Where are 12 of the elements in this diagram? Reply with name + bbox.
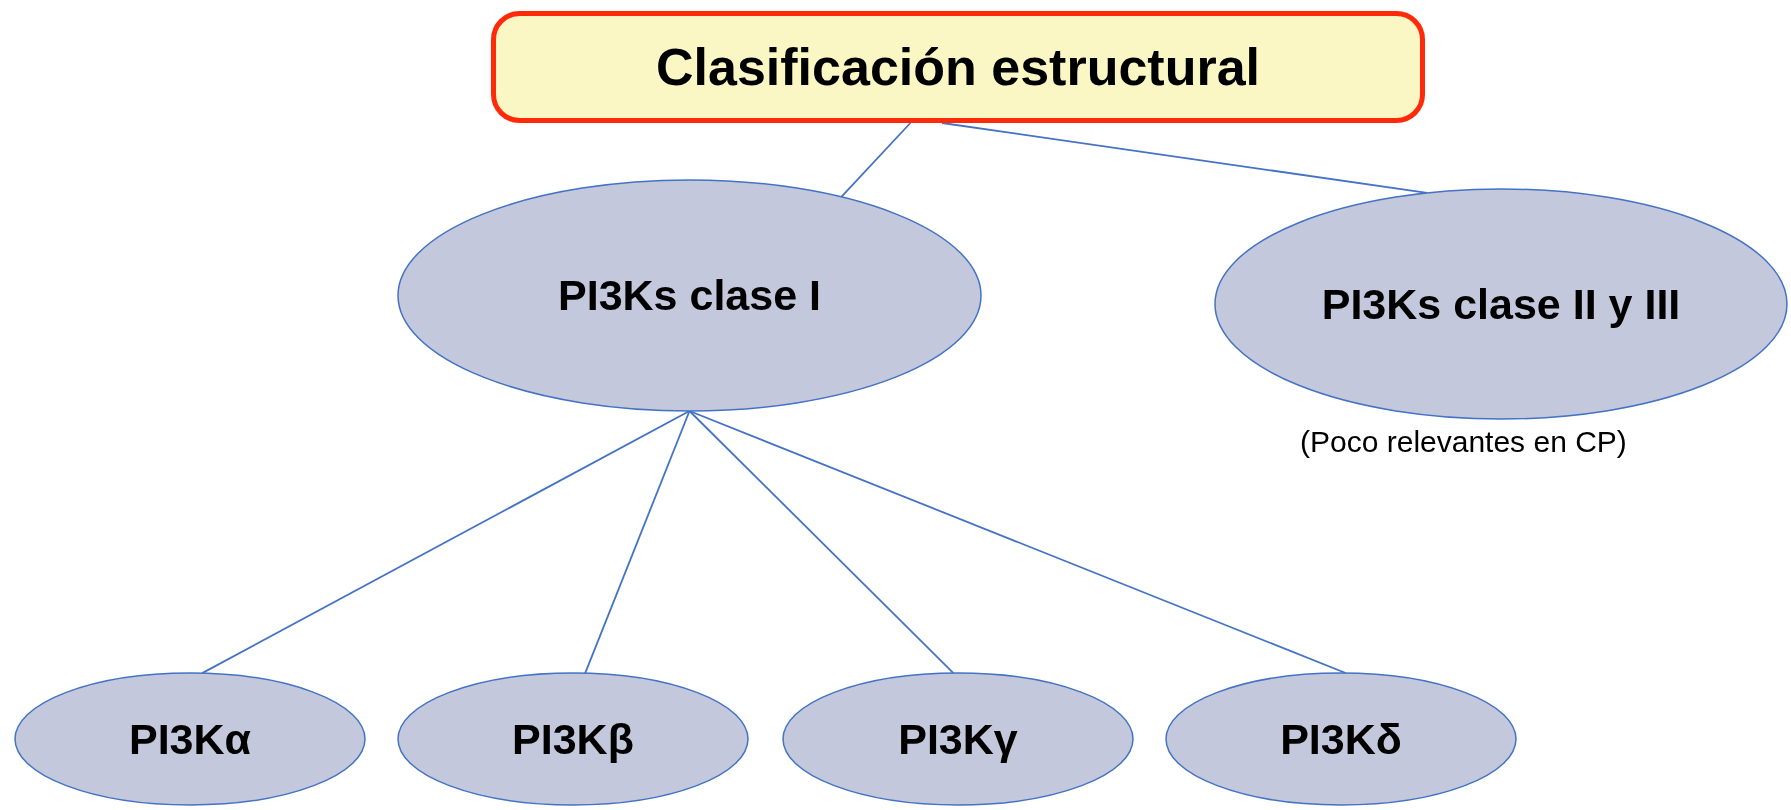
node-label: PI3Kγ (898, 714, 1018, 764)
node-label: PI3Kα (129, 714, 251, 764)
node-label: PI3Kδ (1280, 714, 1402, 764)
connector-line (584, 410, 691, 675)
connector-line (840, 122, 912, 198)
title-text: Clasificación estructural (656, 37, 1260, 97)
connector-line (688, 410, 955, 674)
connector-line (201, 410, 691, 675)
node-label: PI3Kβ (512, 714, 634, 764)
node-label: PI3Ks clase II y III (1321, 279, 1681, 329)
note-text: (Poco relevantes en CP) (1300, 425, 1627, 459)
node-label: PI3Ks clase I (558, 271, 821, 320)
